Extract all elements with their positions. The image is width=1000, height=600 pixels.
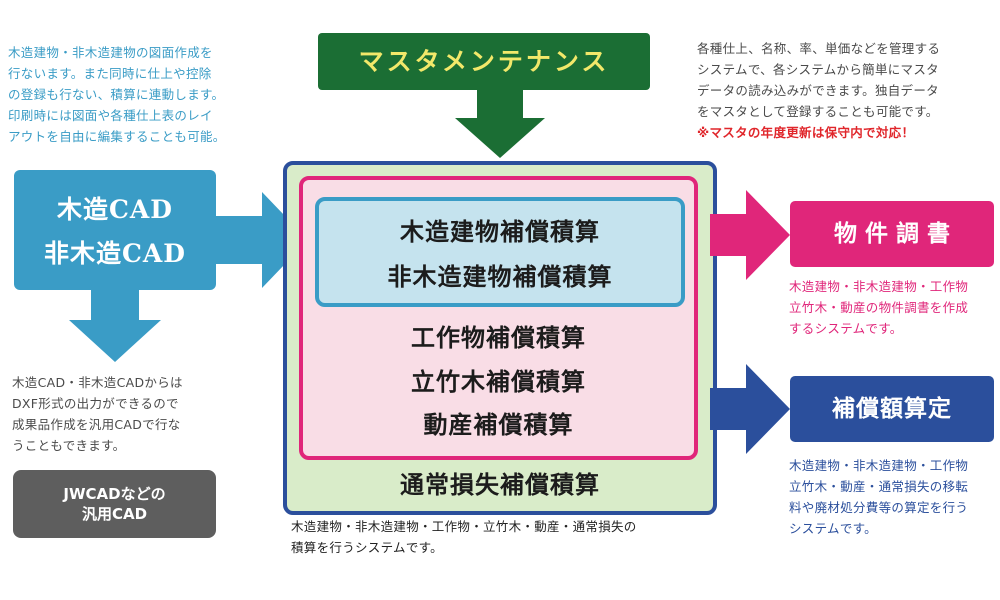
compensation-title: 補償額算定 (832, 395, 952, 422)
inner-line-wooden: 木造建物補償積算 (400, 217, 600, 246)
master-note: 各種仕上、名称、率、単価などを管理する システムで、各システムから簡単にマスタ … (697, 38, 940, 143)
compensation-note: 木造建物・非木造建物・工作物 立竹木・動産・通常損失の移転 料や廃材処分費等の算… (789, 458, 969, 536)
cad-down-arrow (69, 290, 161, 362)
inner-building-box (315, 197, 685, 307)
compensation-box: 補償額算定 (790, 376, 994, 442)
master-note-highlight: ※マスタの年度更新は保守内で対応！ (697, 125, 915, 140)
cad-box-line1: 木造CAD (57, 195, 173, 224)
inner-line-non-wooden: 非木造建物補償積算 (387, 262, 613, 291)
cad-box-line2: 非木造CAD (44, 239, 186, 268)
pink-line-movables: 動産補償積算 (423, 410, 574, 439)
master-maintenance-box: マスタメンテナンス (318, 33, 650, 90)
compensation-right-arrow (710, 364, 790, 454)
survey-note: 木造建物・非木造建物・工作物 立竹木・動産の物件調書を作成 するシステムです。 (789, 279, 969, 336)
jwcad-line1: JWCADなどの (63, 485, 166, 503)
survey-box: 物 件 調 書 (790, 201, 994, 267)
center-note: 木造建物・非木造建物・工作物・立竹木・動産・通常損失の 積算を行うシステムです。 (291, 519, 637, 555)
survey-right-arrow (710, 190, 790, 280)
outer-line-normal-loss: 通常損失補償積算 (400, 470, 600, 499)
pink-line-structures: 工作物補償積算 (411, 323, 586, 352)
cad-box: 木造CAD 非木造CAD (14, 170, 216, 290)
cad-note: 木造建物・非木造建物の図面作成を 行ないます。また同時に仕上や控除 の登録も行な… (8, 45, 226, 144)
jwcad-box: JWCADなどの 汎用CAD (13, 470, 216, 538)
dxf-note: 木造CAD・非木造CADからは DXF形式の出力ができるので 成果品作成を汎用C… (12, 375, 183, 453)
master-down-arrow (455, 90, 545, 158)
master-maintenance-title: マスタメンテナンス (358, 47, 610, 76)
pink-line-trees: 立竹木補償積算 (411, 367, 586, 396)
jwcad-line2: 汎用CAD (81, 505, 148, 523)
survey-title: 物 件 調 書 (833, 220, 951, 247)
